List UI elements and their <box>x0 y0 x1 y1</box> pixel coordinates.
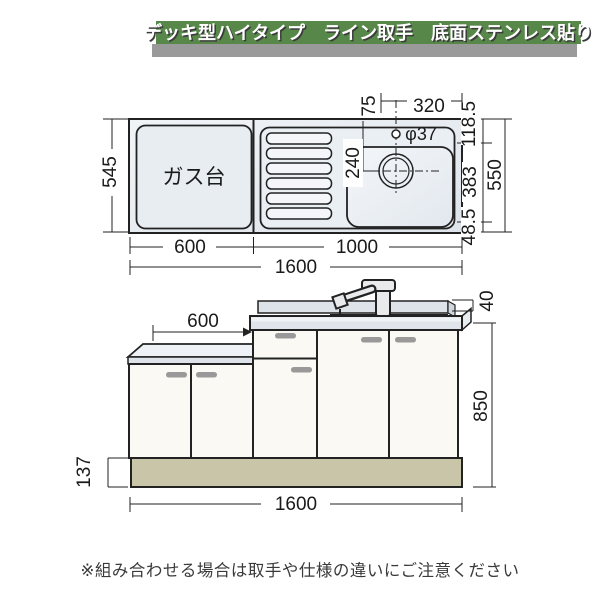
counter-end <box>461 306 472 332</box>
door-handles-low <box>166 372 217 378</box>
faucet <box>331 279 396 317</box>
dim-gas-width-front: 600 <box>187 311 219 332</box>
faucet-hole <box>391 129 401 139</box>
dim-drain-depth: 240 <box>343 147 364 179</box>
dim-gas-width-plan: 600 <box>174 237 206 258</box>
counter-edge-highlight <box>251 317 461 322</box>
drain-circle-inner <box>382 157 410 185</box>
plan-gas-area <box>135 124 253 230</box>
low-counter-edge <box>127 356 254 365</box>
header-title: デッキ型ハイタイプ ライン取手 底面ステンレス貼り <box>144 22 593 43</box>
dim-total-width-plan: 1600 <box>275 257 317 278</box>
dim-total-width-front: 1600 <box>275 494 317 515</box>
dim-faucet-span: 320 <box>413 96 445 117</box>
backsplash-end <box>447 299 456 319</box>
dim-toekick-height: 137 <box>74 456 95 488</box>
elevation-view: 600 40 850 137 1600 <box>74 279 498 515</box>
dim-sink-width-plan: 1000 <box>336 237 378 258</box>
dim-faucet-offset: 75 <box>359 95 380 116</box>
dim-back-margin: 118.5 <box>459 101 480 147</box>
header-shadow-bar <box>152 44 577 57</box>
dim-front-margin: 48.5 <box>459 209 480 246</box>
sink-cabinet <box>252 329 459 459</box>
dim-depth-right: 550 <box>485 159 506 191</box>
header-banner: デッキ型ハイタイプ ライン取手 底面ステンレス貼り <box>144 21 593 44</box>
dim-faucet-hole: φ37 <box>405 124 437 144</box>
dim-sink-depth: 383 <box>460 166 481 198</box>
backsplash <box>257 300 449 314</box>
dim-counter-height: 850 <box>471 390 492 422</box>
gas-area-label: ガス台 <box>163 166 226 189</box>
drainboard-ribs <box>265 132 333 220</box>
low-counter-top <box>125 343 254 358</box>
toe-kick <box>130 457 463 488</box>
plan-view: 545 ガス台 <box>99 93 512 278</box>
footnote-text: ※組み合わせる場合は取手や仕様の違いにご注意ください <box>80 562 520 580</box>
door-handles-sink <box>275 333 416 373</box>
dim-depth-left: 545 <box>100 156 121 188</box>
dim-backsplash-height: 40 <box>477 290 498 311</box>
